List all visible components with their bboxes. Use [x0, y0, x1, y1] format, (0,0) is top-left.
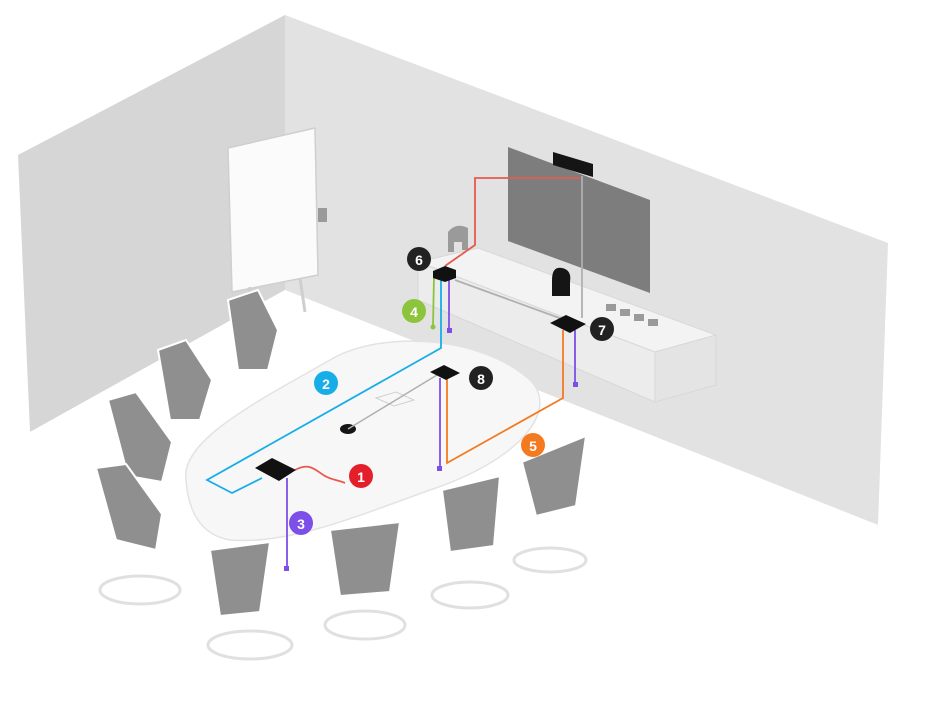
display-screen	[508, 147, 650, 293]
cable-red-hdmi	[444, 177, 580, 267]
callout-3-circle	[289, 511, 313, 535]
chair	[226, 288, 280, 371]
callout-5: 5	[521, 433, 545, 457]
callout-5-circle	[521, 433, 545, 457]
chair	[94, 462, 164, 552]
callout-3-label: 3	[297, 516, 305, 532]
callout-6-label: 6	[415, 252, 423, 268]
callout-1-circle	[349, 464, 373, 488]
callout-8-circle	[469, 366, 493, 390]
cable-red-usb	[294, 465, 346, 484]
callout-6-circle	[407, 247, 431, 271]
chair	[208, 540, 272, 618]
chair-bases	[98, 546, 588, 661]
callout-3: 3	[289, 511, 313, 535]
callout-7-circle	[590, 317, 614, 341]
callout-7: 7	[590, 317, 614, 341]
callout-1-label: 1	[357, 469, 365, 485]
device-7-hub	[550, 315, 586, 333]
cable-green	[432, 275, 435, 327]
cable-blue	[205, 276, 442, 495]
callout-7-label: 7	[598, 322, 606, 338]
chair	[328, 520, 402, 598]
cable-orange	[446, 330, 564, 465]
table-tap-device	[255, 458, 296, 481]
table-cable-port	[374, 391, 416, 407]
chair	[440, 474, 502, 554]
cable-gray-credenza	[454, 279, 566, 321]
camera-bar	[553, 152, 593, 177]
callout-2: 2	[314, 371, 338, 395]
callout-1: 1	[349, 464, 373, 488]
device-8-hub	[430, 365, 460, 380]
left-wall	[18, 15, 285, 432]
chair	[156, 338, 214, 421]
callout-8: 8	[469, 366, 493, 390]
back-wall	[285, 15, 888, 525]
callout-2-circle	[314, 371, 338, 395]
callout-4: 4	[402, 299, 426, 323]
callout-5-label: 5	[529, 438, 537, 454]
chairs	[94, 288, 588, 618]
callout-4-label: 4	[410, 304, 418, 320]
device-6-hub	[433, 266, 456, 282]
cable-ends	[284, 324, 578, 571]
callout-4-circle	[402, 299, 426, 323]
callout-2-label: 2	[322, 376, 330, 392]
callout-6: 6	[407, 247, 431, 271]
chair	[520, 434, 588, 518]
callout-8-label: 8	[477, 371, 485, 387]
